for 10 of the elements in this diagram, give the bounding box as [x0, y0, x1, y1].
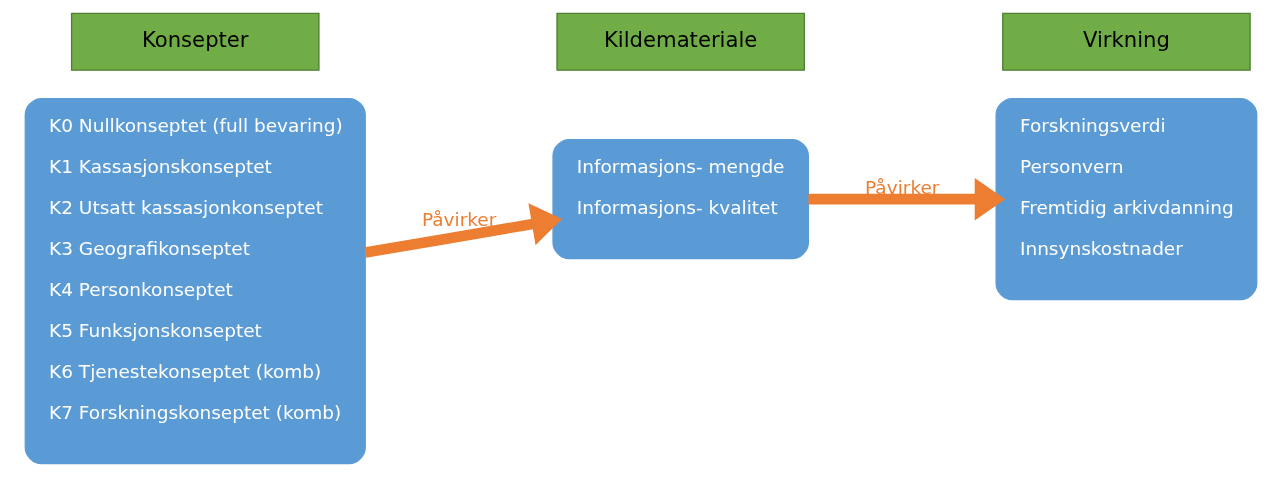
node-box: Kildemateriale	[556, 12, 805, 71]
node-box: Forskningsverdi Personvern Fremtidig arkivdanning Innsynskostnader	[995, 97, 1258, 301]
arrow	[364, 203, 562, 258]
node-box: Virkning	[1002, 12, 1251, 71]
node-box: Konsepter	[70, 12, 320, 71]
edge-label: Påvirker	[865, 177, 940, 199]
edge-label: Påvirker	[421, 208, 497, 230]
node-box: K0 Nullkonseptet (full bevaring) K1 Kassasjonskonseptet K2 Utsatt kassasjonkonseptet K3 Geografikonseptet K4 Personkonseptet K5 Funksjonskonseptet K6 Tjenestekonseptet (komb) K7 Forskningskonseptet (komb)	[24, 97, 366, 465]
node-box: Informasjons- mengde Informasjons- kvalitet	[552, 138, 809, 260]
arrow	[808, 177, 1006, 221]
